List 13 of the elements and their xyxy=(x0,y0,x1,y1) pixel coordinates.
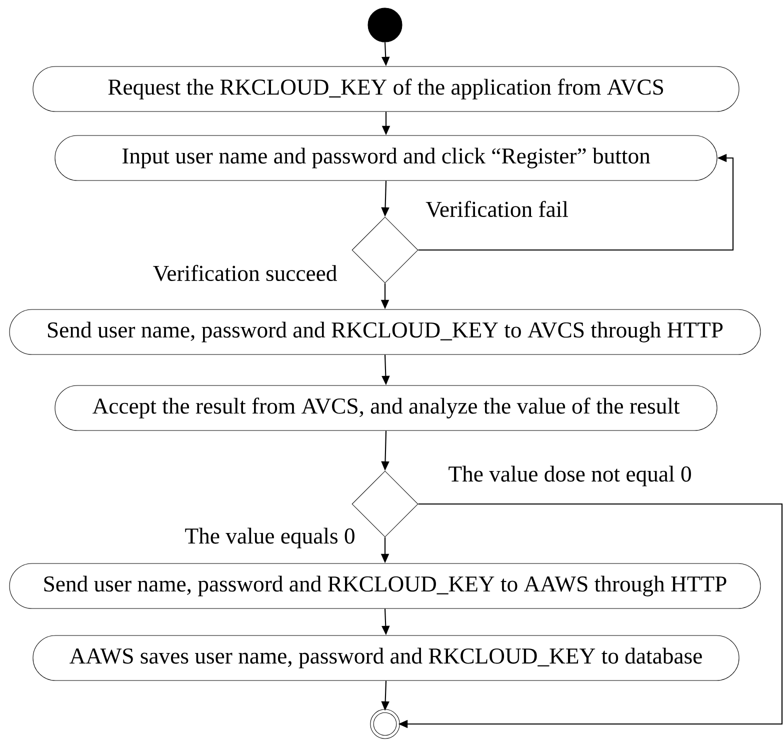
activity-box: Request the RKCLOUD_KEY of the application from AVCS xyxy=(32,66,740,112)
activity-box: Send user name, password and RKCLOUD_KEY to AVCS through HTTP xyxy=(9,309,761,355)
start-dot xyxy=(368,8,402,42)
edge-label: The value equals 0 xyxy=(183,526,357,550)
activity-box: AAWS saves user name, password and RKCLOUD_KEY to database xyxy=(32,635,740,681)
activity-box: Send user name, password and RKCLOUD_KEY to AAWS through HTTP xyxy=(9,563,761,609)
activity-box: Accept the result from AVCS, and analyze the value of the result xyxy=(54,385,718,431)
edge-label: The value dose not equal 0 xyxy=(446,464,694,488)
edge-label: Verification succeed xyxy=(151,264,339,282)
decision-diamond xyxy=(352,216,418,284)
end-circle xyxy=(370,709,400,739)
edge-label: Verification fail xyxy=(424,200,570,218)
activity-box: Input user name and password and click “Register” button xyxy=(54,135,718,181)
